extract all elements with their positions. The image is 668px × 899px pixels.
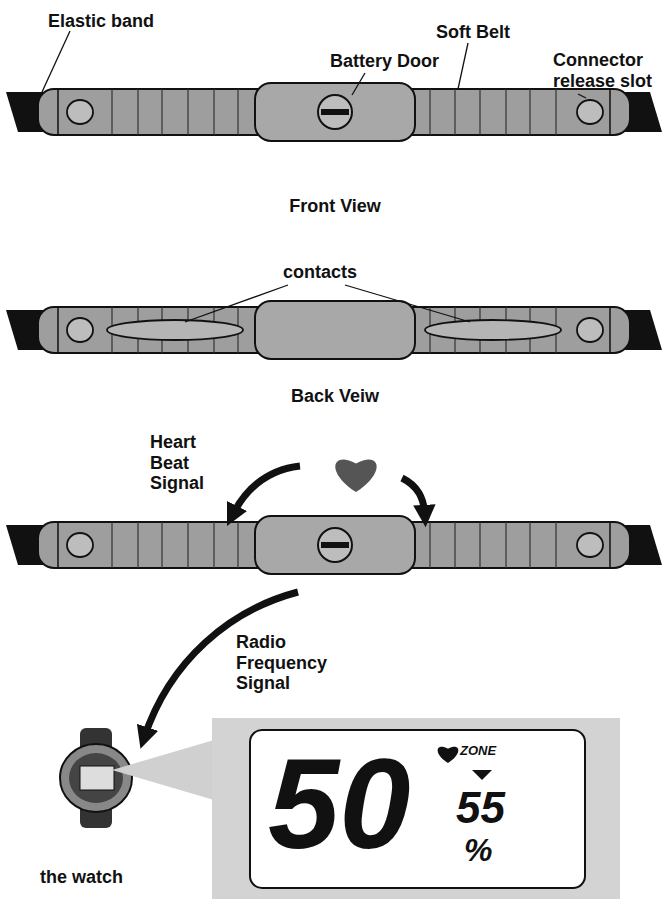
soft-belt	[38, 522, 630, 568]
chest-strap	[6, 83, 662, 141]
part-label: contacts	[283, 262, 393, 283]
watch-icon	[60, 728, 132, 828]
leader-line	[578, 94, 586, 98]
battery-door	[318, 528, 352, 562]
battery-door	[318, 95, 352, 129]
belt-segment-line	[454, 89, 455, 135]
belt-segment-line	[161, 522, 162, 568]
leader-line	[42, 31, 70, 92]
belt-end-line	[57, 307, 59, 353]
chest-strap	[6, 516, 662, 574]
belt-segment-line	[479, 89, 480, 135]
display-panel	[212, 718, 620, 899]
zoom-wedge	[112, 740, 214, 800]
leader-line	[352, 73, 365, 95]
belt-segment-line	[529, 522, 530, 568]
belt-segment-line	[237, 522, 238, 568]
belt-segment-line	[529, 89, 530, 135]
part-label: Radio Frequency Signal	[236, 632, 346, 694]
part-label: the watch	[40, 867, 170, 888]
leader-line	[345, 285, 470, 322]
belt-segment-line	[213, 89, 214, 135]
transmitter-module	[255, 301, 415, 359]
leader-line	[458, 43, 468, 89]
belt-segment-line	[213, 522, 214, 568]
lcd-text: 55	[456, 786, 505, 830]
lcd-text: %	[464, 834, 492, 866]
chest-strap	[6, 301, 662, 359]
belt-segment-line	[429, 89, 430, 135]
connector-release-slot	[67, 533, 93, 557]
connector-release-slot	[577, 318, 603, 342]
signal-arrow	[232, 466, 300, 516]
belt-segment-line	[161, 89, 162, 135]
part-label: Heart Beat Signal	[150, 432, 230, 494]
connector-release-slot	[67, 318, 93, 342]
soft-belt	[38, 89, 630, 135]
belt-segment-line	[111, 522, 112, 568]
part-label: Front View	[250, 196, 420, 217]
connector-release-slot	[577, 100, 603, 124]
heart-rate-readout: 50	[268, 740, 410, 868]
part-label: Connector release slot	[553, 50, 661, 91]
belt-segment-line	[137, 89, 138, 135]
lcd-display: 50 ZONE 55%	[250, 730, 585, 888]
belt-end-line	[609, 522, 611, 568]
part-label: Soft Belt	[436, 22, 546, 43]
belt-segment-line	[187, 522, 188, 568]
signal-arrow	[402, 478, 425, 516]
battery-door-slot	[321, 109, 349, 115]
belt-end-line	[57, 522, 59, 568]
belt-segment-line	[555, 89, 556, 135]
electrode-contact	[107, 320, 243, 340]
belt-segment-line	[237, 89, 238, 135]
lcd-screen	[250, 730, 585, 888]
part-label: Elastic band	[48, 11, 188, 32]
belt-segment-line	[111, 89, 112, 135]
zone-triangle	[472, 770, 492, 780]
part-label: Back Veiw	[250, 386, 420, 407]
connector-release-slot	[67, 100, 93, 124]
transmitter-module	[255, 516, 415, 574]
belt-segment-line	[429, 522, 430, 568]
lcd-heart-icon	[438, 747, 459, 763]
transmitter-module	[255, 83, 415, 141]
belt-segment-line	[505, 89, 506, 135]
part-label: Battery Door	[330, 51, 470, 72]
lcd-text: ZONE	[460, 744, 496, 757]
belt-segment-line	[454, 522, 455, 568]
belt-segment-line	[479, 522, 480, 568]
leader-line	[185, 285, 288, 322]
heart-icon	[335, 459, 376, 492]
belt-end-line	[57, 89, 59, 135]
battery-door-slot	[321, 542, 349, 548]
belt-segment-line	[137, 522, 138, 568]
electrode-contact	[425, 320, 561, 340]
belt-end-line	[609, 307, 611, 353]
belt-segment-line	[555, 522, 556, 568]
belt-end-line	[609, 89, 611, 135]
belt-segment-line	[187, 89, 188, 135]
belt-segment-line	[505, 522, 506, 568]
connector-release-slot	[577, 533, 603, 557]
